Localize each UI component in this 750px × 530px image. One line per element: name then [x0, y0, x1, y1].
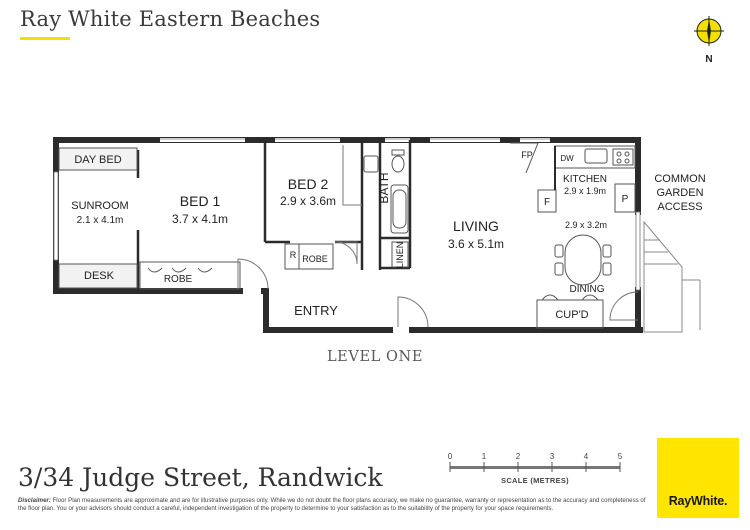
compass-icon: N — [694, 16, 724, 65]
scale-tick-label: 3 — [550, 452, 555, 461]
property-address: 3/34 Judge Street, Randwick — [18, 463, 383, 492]
label-day-bed: DAY BED — [74, 154, 121, 166]
label-bath: BATH — [377, 172, 391, 203]
bath-partition — [342, 145, 362, 206]
label-sunroom: SUNROOM — [71, 200, 128, 212]
label-common: COMMON — [654, 173, 705, 185]
label-garden: GARDEN — [656, 187, 703, 199]
compass-north-label: N — [705, 54, 712, 65]
fireplace — [510, 142, 539, 174]
label-cupboard: CUP'D — [555, 309, 588, 321]
room-labels: DAY BED SUNROOM 2.1 x 4.1m DESK BED 1 3.… — [71, 150, 705, 321]
label-linen: LINEN — [395, 242, 405, 269]
label-bed2: BED 2 — [288, 176, 329, 192]
door-entry — [397, 296, 429, 328]
sunroom-furniture — [58, 147, 138, 289]
robe-bed1 — [139, 261, 241, 290]
label-kitchen: KITCHEN — [563, 174, 607, 185]
label-dining: DINING — [570, 284, 605, 295]
label-robe-bed2: ROBE — [302, 254, 328, 264]
scale-ticks: 0 1 2 3 4 5 — [448, 452, 623, 472]
disclaimer: Disclaimer: Floor Plan measurements are … — [18, 497, 650, 513]
scale-bar-line — [450, 466, 620, 469]
label-pantry: P — [622, 194, 629, 205]
label-entry: ENTRY — [294, 303, 338, 318]
label-fp: FP — [521, 150, 533, 160]
scale-bar: 0 1 2 3 4 5 — [448, 452, 623, 472]
label-living-size: 3.6 x 5.1m — [448, 237, 504, 251]
garden-steps — [643, 220, 701, 333]
logo-text: RayWhite. — [668, 494, 728, 508]
scale-caption: SCALE (METRES) — [501, 476, 569, 485]
bath-fixtures — [363, 149, 409, 268]
scale-tick-label: 0 — [448, 452, 453, 461]
label-desk: DESK — [84, 270, 115, 282]
disclaimer-label: Disclaimer: — [18, 497, 51, 504]
label-dining-size: 2.9 x 3.2m — [565, 220, 607, 230]
robe-bed2 — [284, 243, 334, 270]
door-dining — [609, 291, 639, 321]
label-dw: DW — [560, 154, 574, 163]
disclaimer-text: Floor Plan measurements are approximate … — [18, 497, 646, 512]
scale-tick-label: 5 — [618, 452, 623, 461]
label-bed1-size: 3.7 x 4.1m — [172, 212, 228, 226]
label-living: LIVING — [453, 218, 499, 234]
scale-tick-label: 2 — [516, 452, 521, 461]
interior-walls — [136, 140, 412, 290]
door-bed2 — [334, 241, 358, 265]
sunroom-window — [53, 171, 59, 261]
ray-white-logo: RayWhite. — [657, 438, 739, 518]
label-sunroom-size: 2.1 x 4.1m — [77, 215, 124, 226]
scale-tick-label: 1 — [482, 452, 487, 461]
living-side-window — [635, 211, 641, 291]
label-access: ACCESS — [657, 201, 702, 213]
agency-name: Ray White Eastern Beaches — [20, 7, 321, 31]
dining-table — [554, 234, 612, 286]
level-label: LEVEL ONE — [326, 349, 424, 365]
outer-walls — [53, 137, 643, 333]
agency-underline — [20, 37, 70, 40]
cupboard — [536, 294, 604, 329]
label-fridge: F — [544, 197, 550, 208]
label-robe-bed1: ROBE — [164, 274, 193, 285]
label-bed1: BED 1 — [180, 193, 221, 209]
label-r: R — [290, 250, 297, 260]
label-kitchen-size: 2.9 x 1.9m — [564, 186, 606, 196]
door-bed1 — [237, 258, 269, 290]
label-bed2-size: 2.9 x 3.6m — [280, 194, 336, 208]
scale-tick-label: 4 — [584, 452, 589, 461]
kitchen-fixtures — [537, 145, 636, 213]
